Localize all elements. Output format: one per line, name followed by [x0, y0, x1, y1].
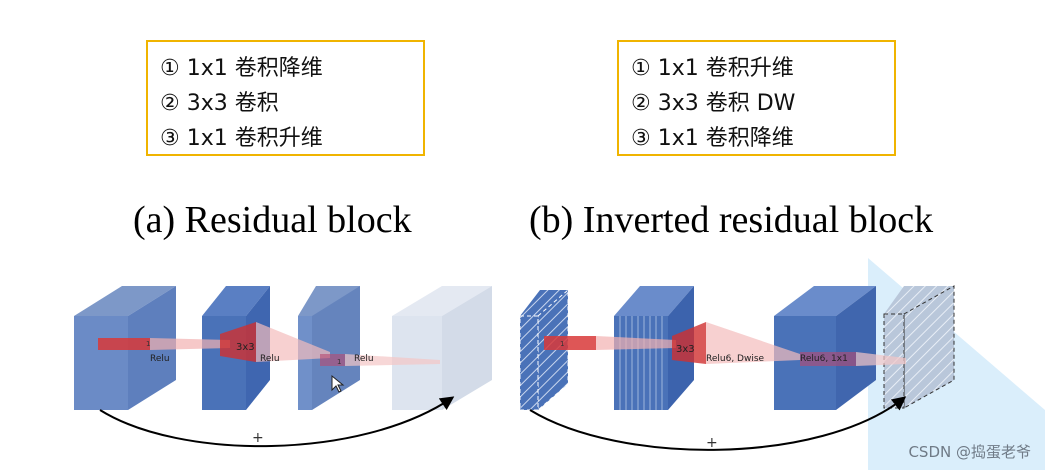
left-legend-item-3: ③ 1x1 卷积升维 [160, 126, 323, 151]
label-a-relu1: Relu [150, 354, 170, 364]
projection-b1 [596, 336, 676, 350]
label-a-k1b: 1 [337, 358, 341, 366]
kernel-a2 [220, 322, 256, 362]
label-a-k3: 3x3 [236, 342, 255, 353]
projection-a3 [345, 354, 440, 366]
label-a-k1: 1 [146, 340, 150, 348]
kernel-b3 [800, 352, 856, 366]
block-b4 [883, 285, 955, 409]
projection-b2 [706, 322, 800, 364]
caption-inverted-residual-block: (b) Inverted residual block [529, 199, 934, 241]
left-legend: ① 1x1 卷积降维 ② 3x3 卷积 ③ 1x1 卷积升维 [146, 40, 425, 156]
kernel-a1 [98, 338, 150, 350]
label-a-plus: + [252, 430, 264, 446]
kernel-a3 [320, 354, 345, 366]
left-legend-item-1: ① 1x1 卷积降维 [160, 56, 323, 81]
block-a3 [298, 286, 360, 410]
right-legend: ① 1x1 卷积升维 ② 3x3 卷积 DW ③ 1x1 卷积降维 [617, 40, 896, 156]
label-b-relu6-1x1: Relu6, 1x1 [800, 354, 848, 364]
watermark: CSDN @捣蛋老爷 [908, 443, 1031, 461]
projection-b3 [856, 352, 906, 366]
right-legend-item-1: ① 1x1 卷积升维 [631, 56, 794, 81]
skip-arrow-b [529, 396, 907, 451]
label-b-k1: 1 [560, 340, 564, 348]
kernel-b2 [672, 322, 706, 364]
caption-residual-block: (a) Residual block [133, 199, 412, 241]
kernel-b1 [544, 336, 596, 350]
label-a-relu3: Relu [354, 354, 374, 364]
label-a-relu2: Relu [260, 354, 280, 364]
right-legend-item-2: ② 3x3 卷积 DW [631, 91, 796, 116]
cursor-icon [331, 374, 345, 393]
label-b-plus: + [706, 435, 718, 451]
block-a4 [392, 286, 492, 410]
label-b-relu6-dwise: Relu6, Dwise [706, 354, 765, 364]
left-legend-item-2: ② 3x3 卷积 [160, 91, 279, 116]
projection-a1 [150, 338, 230, 350]
right-legend-item-3: ③ 1x1 卷积降维 [631, 126, 794, 151]
block-b2 [614, 286, 694, 410]
projection-a2 [256, 322, 330, 362]
label-b-k3: 3x3 [676, 344, 695, 355]
skip-arrow-a [99, 396, 455, 448]
block-b3 [774, 286, 876, 410]
